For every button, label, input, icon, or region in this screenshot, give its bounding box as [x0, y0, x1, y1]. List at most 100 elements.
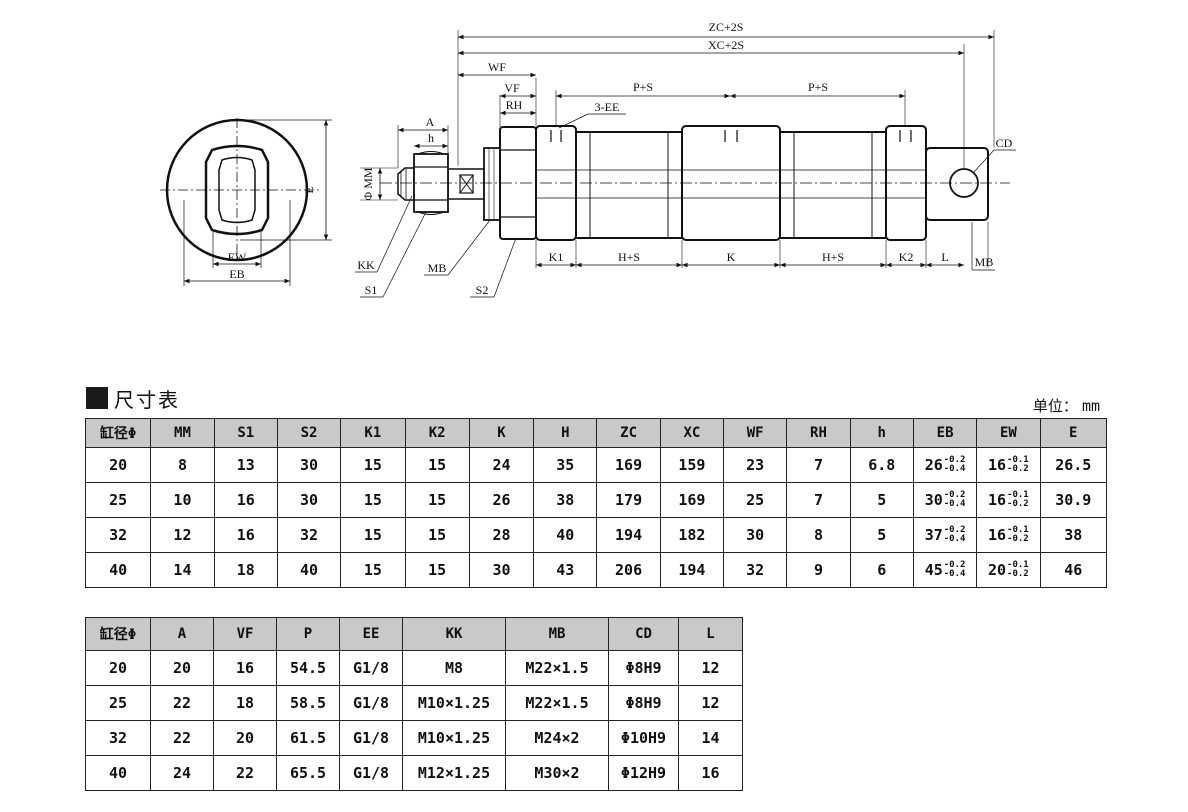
table-cell: 182	[659, 517, 725, 553]
tolerance-upper: -0.2	[943, 525, 966, 535]
square-block-icon	[86, 387, 108, 409]
table1-header-10: WF	[723, 418, 788, 448]
table1-header-14: EW	[976, 418, 1041, 448]
table-cell: 30	[723, 517, 788, 553]
table-cell: 38	[533, 482, 598, 518]
table-cell: 20	[213, 720, 277, 756]
table-cell: 15	[404, 447, 470, 483]
table-cell: 24	[468, 447, 535, 483]
table-cell: 40	[533, 517, 598, 553]
table-cell: 8	[786, 517, 851, 553]
table-cell: 14	[150, 552, 215, 588]
table1-header-7: H	[533, 418, 598, 448]
tolerance-upper: -0.2	[943, 490, 966, 500]
label-eb: EB	[229, 267, 244, 281]
table-cell: 40	[276, 552, 342, 588]
side-view	[397, 125, 989, 241]
table-cell: 20-0.1-0.2	[976, 552, 1041, 588]
table-cell: 54.5	[276, 650, 340, 686]
table-cell: M10×1.25	[402, 720, 506, 756]
table2-header-8: L	[678, 617, 743, 651]
table-cell: G1/8	[339, 685, 403, 721]
table-cell: 10	[150, 482, 215, 518]
table-cell: 16-0.1-0.2	[976, 447, 1041, 483]
table-cell: 16	[213, 650, 277, 686]
port-markers	[550, 130, 912, 142]
table1-header-1: MM	[150, 418, 215, 448]
tolerance-base: 16	[987, 456, 1007, 474]
unit-label: 单位：mm	[1033, 395, 1100, 416]
tolerance-lower: -0.4	[943, 464, 966, 474]
table-cell: 37-0.2-0.4	[912, 517, 978, 553]
table1-header-6: K	[468, 418, 535, 448]
label-h-s-2: H+S	[822, 250, 844, 264]
table-cell: M10×1.25	[402, 685, 506, 721]
table-cell: 24	[150, 755, 214, 791]
tolerance-value: 45-0.2-0.4	[924, 561, 966, 580]
tolerance-upper: -0.1	[1007, 525, 1029, 535]
table2-header-7: CD	[608, 617, 679, 651]
table1-header-2: S1	[213, 418, 278, 448]
table2-header-4: EE	[339, 617, 403, 651]
label-zc-2s: ZC+2S	[709, 20, 744, 34]
table-cell: 16	[678, 755, 743, 791]
tolerance-limits: -0.2-0.4	[944, 491, 966, 509]
table-cell: 169	[596, 447, 661, 483]
tolerance-value: 37-0.2-0.4	[925, 525, 966, 545]
tolerance-limits: -0.1-0.2	[1007, 491, 1029, 509]
table-cell: 15	[340, 552, 406, 588]
table-cell: 15	[340, 517, 406, 553]
table-cell: 22	[213, 755, 277, 791]
table-cell: M30×2	[505, 755, 609, 791]
tolerance-upper: -0.2	[943, 455, 966, 465]
label-cd: CD	[996, 136, 1013, 150]
table-cell: 25	[85, 685, 151, 721]
table-cell: 30	[276, 482, 342, 518]
table-cell: Φ8H9	[608, 685, 679, 721]
label-e: E	[302, 186, 316, 193]
tolerance-lower: -0.2	[1007, 499, 1029, 509]
label-vf: VF	[504, 81, 520, 95]
label-s1: S1	[365, 283, 378, 297]
table-cell: 45-0.2-0.4	[912, 552, 978, 588]
tolerance-value: 20-0.1-0.2	[988, 561, 1029, 580]
tolerance-base: 16	[987, 526, 1007, 544]
table-cell: 22	[150, 720, 214, 756]
table-cell: 20	[85, 650, 151, 686]
section-title-text: 尺寸表	[114, 387, 180, 412]
label-phi-mm: Φ MM	[361, 167, 375, 200]
table1-header-8: ZC	[596, 418, 661, 448]
table2-header-5: KK	[402, 617, 506, 651]
tolerance-base: 45	[924, 561, 943, 579]
table-cell: 18	[213, 685, 277, 721]
table-cell: 206	[596, 552, 661, 588]
table-cell: 194	[596, 517, 661, 553]
label-ew: EW	[228, 250, 247, 264]
table-cell: 15	[340, 447, 406, 483]
table-cell: 40	[85, 755, 151, 791]
table-cell: 15	[404, 517, 470, 553]
tolerance-value: 26-0.2-0.4	[925, 455, 966, 475]
unit-label-text: 单位：	[1032, 397, 1078, 415]
label-rh: RH	[506, 98, 523, 112]
table-cell: 22	[150, 685, 214, 721]
tolerance-lower: -0.2	[1007, 534, 1029, 544]
table-cell: 38	[1039, 517, 1108, 553]
table-cell: M12×1.25	[402, 755, 506, 791]
cylinder-technical-drawing: E EW EB	[160, 20, 1016, 298]
table-cell: 16	[213, 517, 278, 553]
table-cell: Φ10H9	[608, 720, 679, 756]
tolerance-base: 30	[924, 491, 943, 509]
table-cell: 26	[468, 482, 535, 518]
table2-header-2: VF	[213, 617, 277, 651]
table-cell: 5	[849, 482, 914, 518]
table-cell: 16	[213, 482, 278, 518]
tolerance-value: 16-0.1-0.2	[987, 525, 1029, 545]
table-cell: 65.5	[276, 755, 340, 791]
label-mb: MB	[975, 255, 994, 269]
table-cell: 12	[150, 517, 215, 553]
